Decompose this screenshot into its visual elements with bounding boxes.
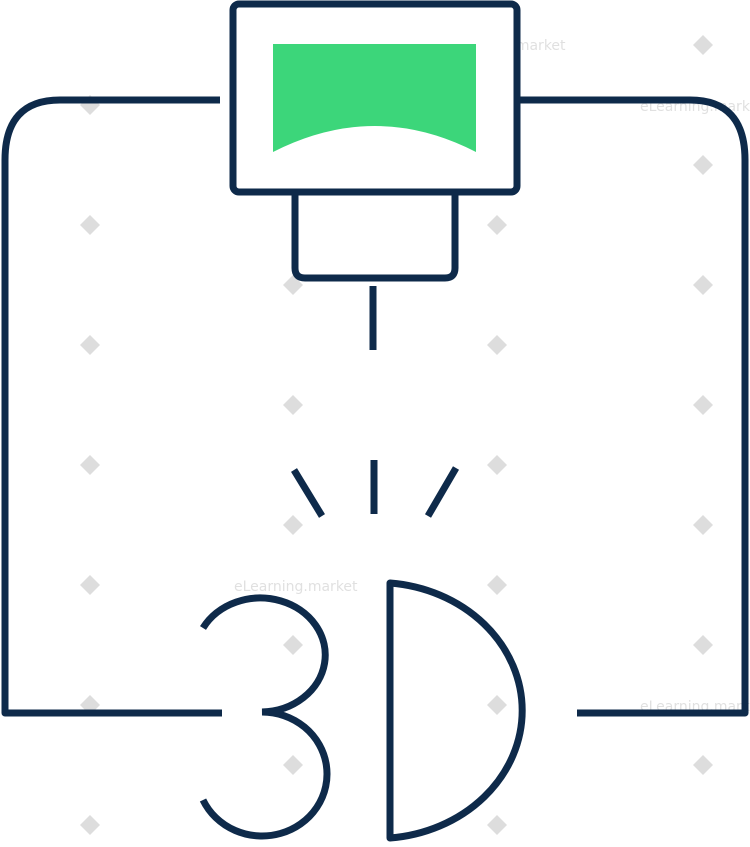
watermark-diamond <box>487 215 507 235</box>
spark-line-right <box>424 466 460 518</box>
illustration-label: 3D <box>374 845 376 847</box>
watermark-diamond <box>80 815 100 835</box>
watermark-diamond <box>693 395 713 415</box>
three-glyph <box>199 594 331 840</box>
watermark-diamond <box>487 575 507 595</box>
watermark-diamond <box>693 35 713 55</box>
watermark-diamond <box>693 515 713 535</box>
watermark-diamond <box>283 755 303 775</box>
watermark-diamond <box>80 575 100 595</box>
watermark-diamond <box>80 335 100 355</box>
spark-line-left <box>291 468 325 518</box>
watermark-diamond <box>283 635 303 655</box>
watermark-diamond <box>487 455 507 475</box>
watermark-diamond <box>487 815 507 835</box>
d-glyph <box>386 579 526 842</box>
watermark-diamond <box>693 155 713 175</box>
watermark-diamond <box>487 335 507 355</box>
watermark-diamond <box>80 215 100 235</box>
nozzle-housing <box>291 192 459 282</box>
watermark-diamond <box>693 275 713 295</box>
printer-frame-right <box>520 96 749 717</box>
printer-frame <box>1 96 222 717</box>
watermark-diamond <box>487 695 507 715</box>
print-head-screen <box>273 44 476 152</box>
watermark-diamond <box>283 515 303 535</box>
watermark-diamond <box>693 755 713 775</box>
watermark-diamond <box>283 395 303 415</box>
watermark-text: eLearning.market <box>234 579 358 595</box>
watermark-diamond <box>693 635 713 655</box>
watermark-diamond <box>80 455 100 475</box>
